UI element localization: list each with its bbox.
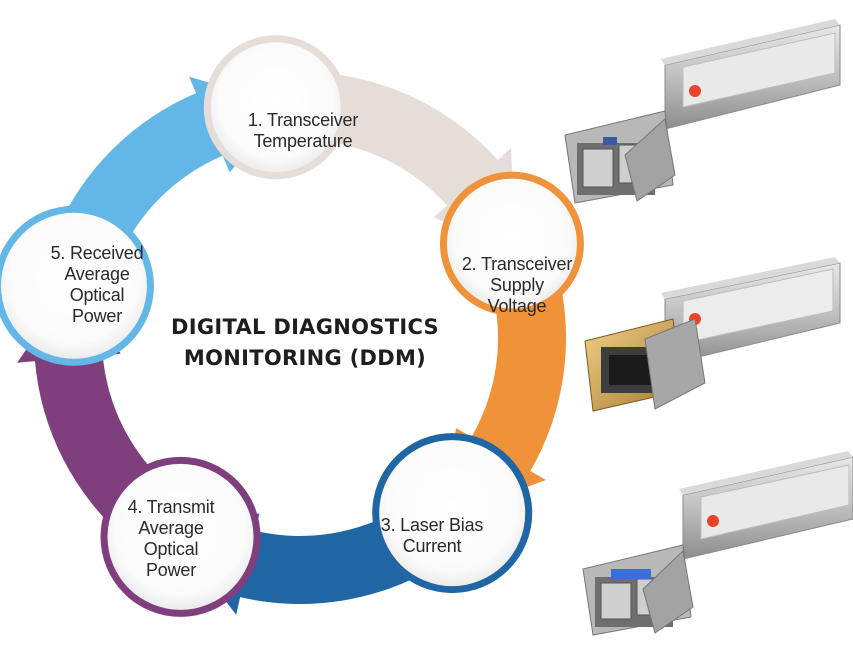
step-3-label: 3. Laser Bias Current xyxy=(369,515,495,557)
step-2-line-2: Supply xyxy=(490,275,544,295)
step-3-line-2: Current xyxy=(402,536,462,556)
step-5-line-1: 5. Received xyxy=(50,243,144,263)
sfp-module-top-image xyxy=(564,19,841,204)
sfp-module-middle-image xyxy=(584,257,841,412)
step-2-line-1: 2. Transceiver xyxy=(461,254,573,274)
step-circles xyxy=(0,35,584,617)
sfp-module-bottom-image xyxy=(582,451,853,636)
step-4-line-3: Optical xyxy=(143,539,199,559)
step-5-label: 5. Received Average Optical Power xyxy=(34,243,160,327)
step-4-label: 4. Transmit Average Optical Power xyxy=(108,497,234,581)
step-5-line-4: Power xyxy=(71,306,123,326)
title-line-1: DIGITAL DIAGNOSTICS xyxy=(171,315,439,339)
step-circle-4 xyxy=(100,456,261,617)
step-3-line-1: 3. Laser Bias xyxy=(380,515,484,535)
step-1-label: 1. Transceiver Temperature xyxy=(240,110,366,152)
step-circle-2 xyxy=(439,171,584,316)
step-4-line-2: Average xyxy=(138,518,204,538)
diagram-title: DIGITAL DIAGNOSTICS MONITORING (DDM) xyxy=(165,312,445,374)
title-line-2: MONITORING (DDM) xyxy=(183,346,427,370)
step-2-label: 2. Transceiver Supply Voltage xyxy=(454,254,580,317)
step-circle-5 xyxy=(0,205,154,366)
step-4-line-4: Power xyxy=(145,560,197,580)
step-5-line-3: Optical xyxy=(69,285,125,305)
step-5-line-2: Average xyxy=(64,264,130,284)
step-2-line-3: Voltage xyxy=(487,296,547,316)
step-circle-1 xyxy=(203,35,348,180)
step-1-line-1: 1. Transceiver xyxy=(247,110,359,130)
step-1-line-2: Temperature xyxy=(253,131,353,151)
step-circle-3 xyxy=(372,433,533,594)
step-4-line-1: 4. Transmit xyxy=(127,497,215,517)
